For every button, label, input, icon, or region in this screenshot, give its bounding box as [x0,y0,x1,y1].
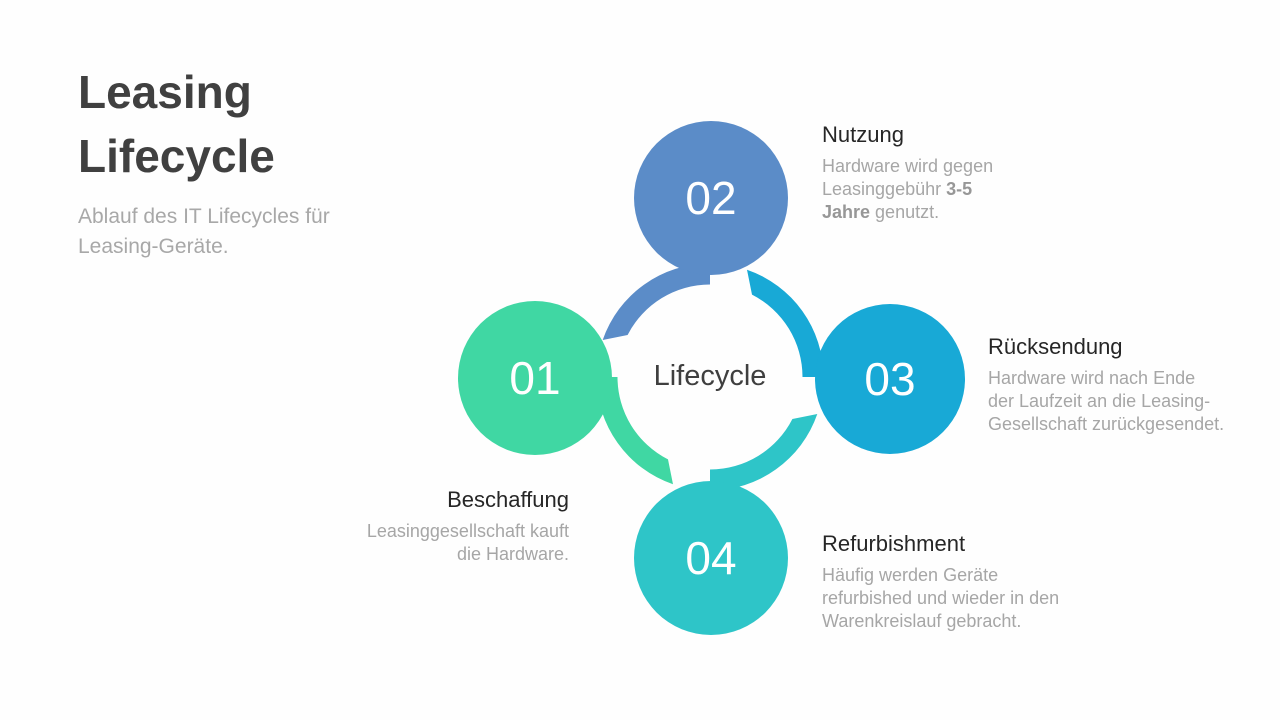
step-03-number: 03 [864,353,915,405]
step-01-circle [458,301,612,455]
step-01-title: Beschaffung [447,487,569,512]
step-03-description: Hardware wird nach Ende der Laufzeit an … [988,368,1225,434]
step-01-label: Beschaffung Leasinggesellschaft kauft di… [367,486,569,566]
step-03-title: Rücksendung [988,334,1123,359]
step-02-circle [634,121,788,275]
step-02-description: Hardware wird gegen Leasinggebühr 3-5 Ja… [822,156,994,222]
step-02-number: 02 [685,172,736,224]
slide-subtitle: Ablauf des IT Lifecycles für Leasing-Ger… [78,205,330,258]
step-01-arc [596,377,673,485]
step-03-circle [815,304,965,454]
slide-title: Leasing Lifecycle [78,66,275,182]
step-01-number: 01 [509,352,560,404]
step-01-description: Leasinggesellschaft kauft die Hardware. [366,521,569,564]
step-02-label: Nutzung Hardware wird gegen Leasinggebüh… [822,121,993,224]
step-04-circle [634,481,788,635]
step-03-label: Rücksendung Hardware wird nach Ende der … [988,333,1224,436]
step-04-number: 04 [685,532,736,584]
lifecycle-center-label: Lifecycle [654,360,767,392]
step-04-label: Refurbishment Häufig werden Geräte refur… [822,530,1059,633]
step-03-arc [747,269,824,377]
step-02-title: Nutzung [822,122,904,147]
step-04-description: Häufig werden Geräte refurbished und wie… [822,565,1060,631]
step-04-title: Refurbishment [822,531,966,556]
step-02-arc [602,263,710,340]
step-04-arc [710,414,818,491]
